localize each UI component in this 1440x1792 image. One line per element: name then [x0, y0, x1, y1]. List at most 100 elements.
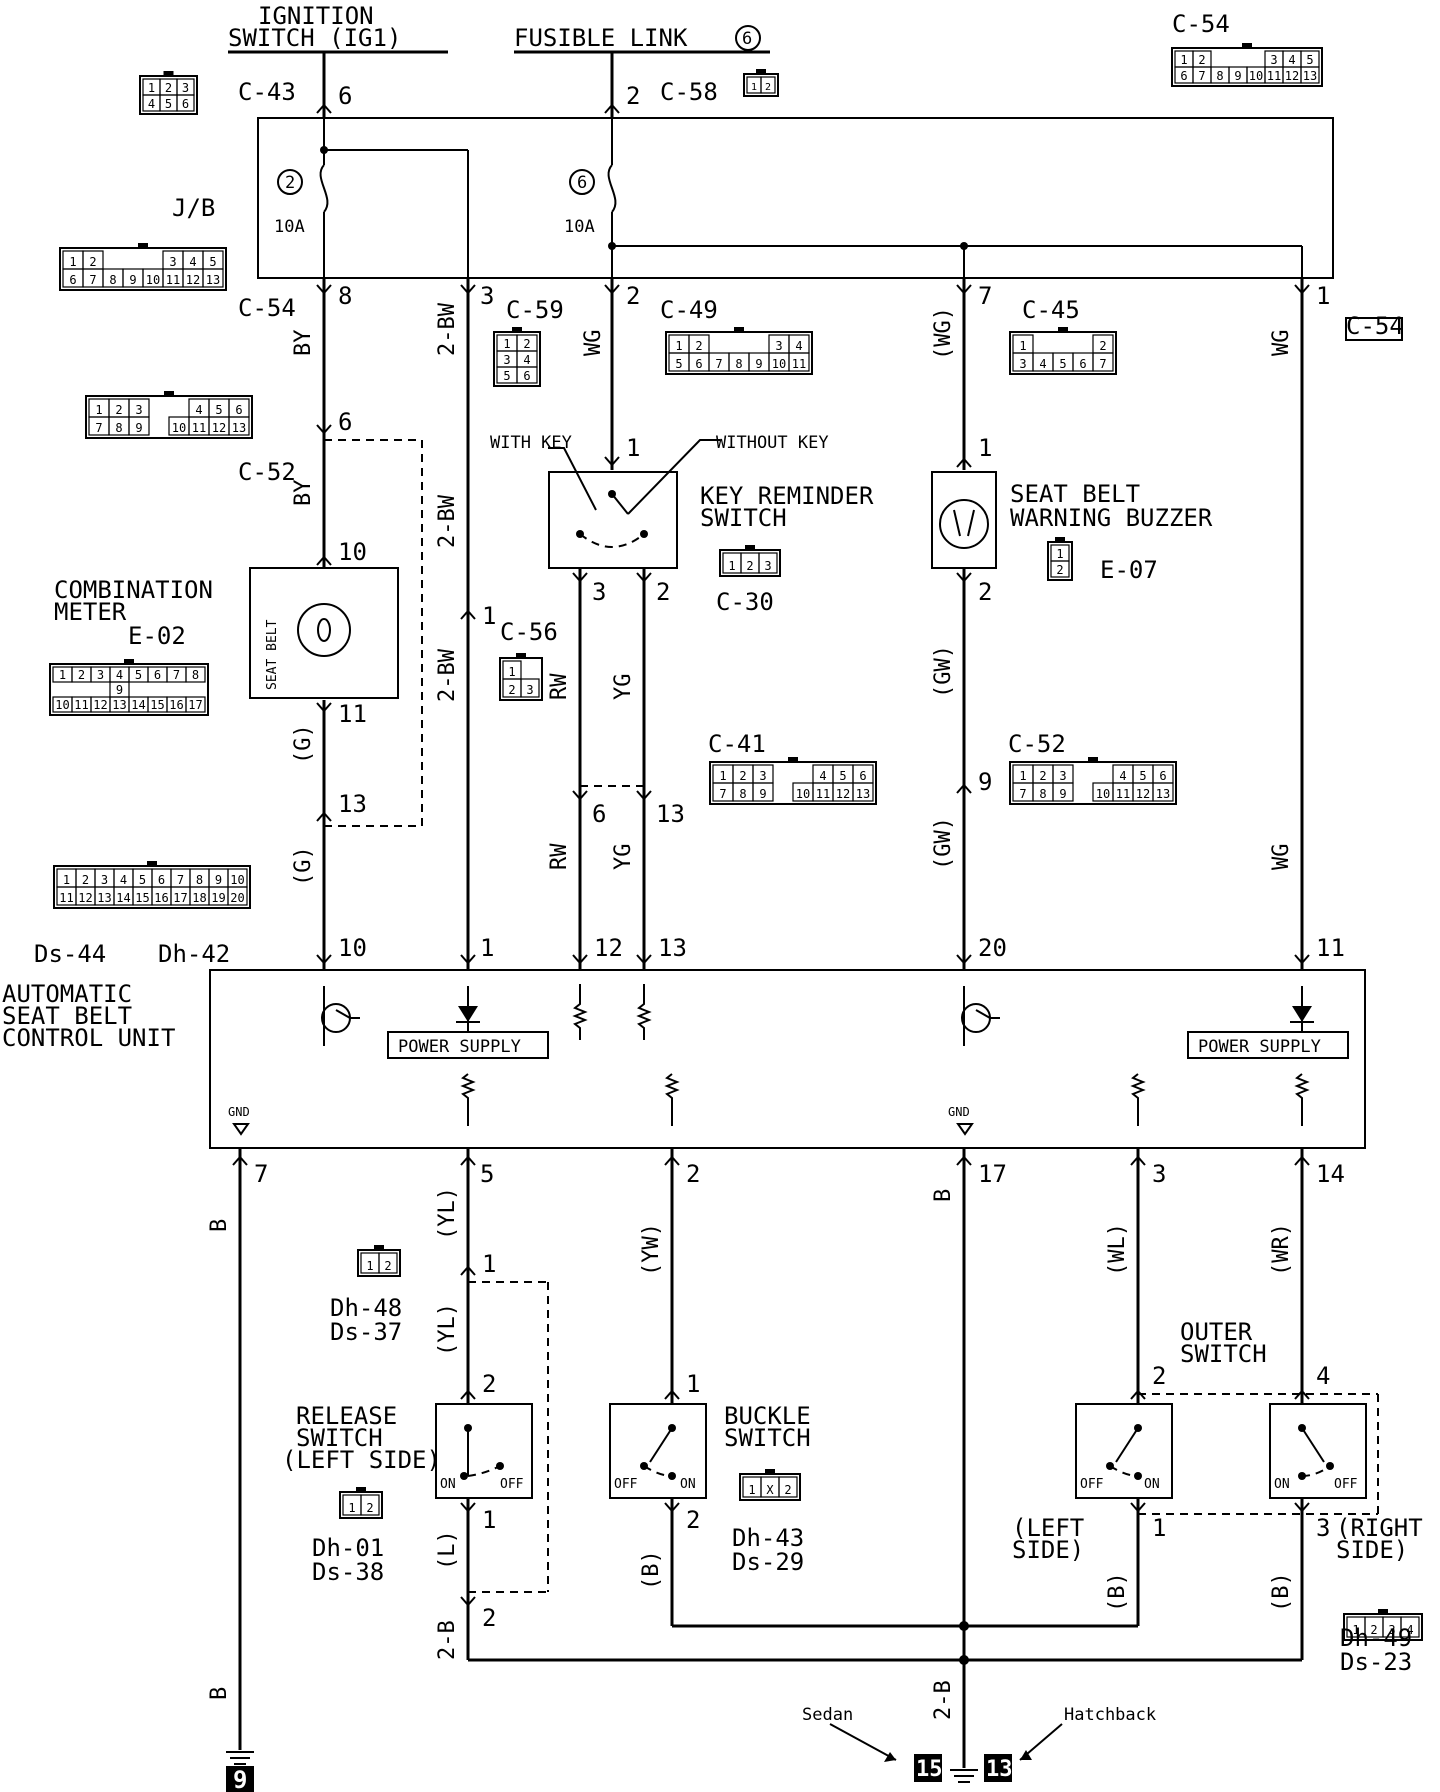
pin-chevron — [460, 1502, 476, 1513]
svg-text:2: 2 — [165, 81, 172, 95]
pin-label: 3 — [1152, 1160, 1166, 1188]
svg-text:10: 10 — [230, 873, 244, 887]
outer-switches: OUTER SWITCH OFF ON (LEFT SIDE) ON OFF (… — [1012, 1318, 1423, 1564]
svg-text:1: 1 — [59, 668, 66, 682]
wire-color-label: RW — [547, 673, 572, 700]
pin-label: 6 — [338, 408, 352, 436]
pin-label: C-56 — [500, 618, 558, 646]
svg-text:3: 3 — [526, 683, 533, 697]
wire-color-label: B — [207, 1219, 232, 1232]
svg-text:9: 9 — [215, 873, 222, 887]
pin-chevron — [460, 954, 476, 965]
wire-color-label: B — [931, 1189, 956, 1202]
pin-label: 2 — [978, 578, 992, 606]
pin-label: 11 — [338, 700, 367, 728]
svg-text:9: 9 — [1234, 69, 1241, 83]
pin-chevron — [604, 456, 620, 467]
pin-label: Ds-37 — [330, 1318, 402, 1346]
svg-text:11: 11 — [74, 698, 88, 712]
svg-text:3: 3 — [135, 403, 142, 417]
wire-color-label: B — [207, 1687, 232, 1700]
svg-text:2: 2 — [523, 337, 530, 351]
pin-label: C-54 — [238, 294, 296, 322]
svg-text:7: 7 — [1198, 69, 1205, 83]
svg-text:10: 10 — [1096, 787, 1110, 801]
svg-text:6: 6 — [859, 769, 866, 783]
pin-label: 13 — [338, 790, 367, 818]
outer-right-side-label-2: SIDE) — [1336, 1536, 1408, 1564]
pin-label: 3 — [592, 578, 606, 606]
pin-label: C-30 — [716, 588, 774, 616]
pin-label: C-58 — [660, 78, 718, 106]
svg-text:2: 2 — [1039, 769, 1046, 783]
combination-meter-label: COMBINATION — [54, 576, 213, 604]
svg-text:1: 1 — [348, 1501, 355, 1515]
wire-color-label: WG — [1269, 330, 1294, 357]
seat-belt-warning-buzzer: SEAT BELT WARNING BUZZER — [931, 471, 1213, 569]
svg-text:8: 8 — [115, 421, 122, 435]
pin-chevron — [956, 284, 972, 295]
pin-label: Dh-42 — [158, 940, 230, 968]
pin-chevron — [316, 284, 332, 295]
pin-label: Ds-29 — [732, 1548, 804, 1576]
svg-text:11: 11 — [792, 357, 806, 371]
svg-text:13: 13 — [1156, 787, 1170, 801]
svg-text:13: 13 — [232, 421, 246, 435]
svg-text:2: 2 — [78, 668, 85, 682]
pin-label: C-41 — [708, 730, 766, 758]
svg-text:14: 14 — [116, 891, 130, 905]
svg-text:4: 4 — [120, 873, 127, 887]
svg-text:3: 3 — [503, 353, 510, 367]
svg-text:13: 13 — [112, 698, 126, 712]
pin-label: Ds-44 — [34, 940, 106, 968]
release-switch-label-3: (LEFT SIDE) — [282, 1446, 441, 1474]
svg-text:10: 10 — [772, 357, 786, 371]
wire-color-label: WG — [1269, 844, 1294, 871]
svg-text:11: 11 — [816, 787, 830, 801]
svg-text:5: 5 — [1139, 769, 1146, 783]
pin-chevron — [956, 457, 972, 468]
pin-chevron — [1294, 1389, 1310, 1400]
svg-text:7: 7 — [89, 273, 96, 287]
svg-text:8: 8 — [739, 787, 746, 801]
wire-color-label: (YL) — [435, 1303, 460, 1356]
pin-chevron — [604, 103, 620, 114]
svg-text:3: 3 — [97, 668, 104, 682]
wire-color-label: WG — [581, 330, 606, 357]
svg-text:9: 9 — [116, 683, 123, 697]
pin-label: 4 — [1316, 1362, 1330, 1390]
pin-label: 1 — [1152, 1514, 1166, 1542]
release-switch-label-2: SWITCH — [296, 1424, 383, 1452]
buckle-switch: OFF ON BUCKLE SWITCH — [609, 1402, 811, 1499]
svg-text:12: 12 — [78, 891, 92, 905]
pin-label: C-52 — [1008, 730, 1066, 758]
pin-label: C-43 — [238, 78, 296, 106]
svg-text:2: 2 — [784, 1483, 791, 1497]
outer-right-side-label: (RIGHT — [1336, 1514, 1423, 1542]
pin-chevron — [664, 1155, 680, 1166]
wire-color-label: (GW) — [931, 817, 956, 870]
svg-text:9: 9 — [135, 421, 142, 435]
pin-label: Dh-01 — [312, 1534, 384, 1562]
pin-chevron — [460, 284, 476, 295]
pin-chevron — [956, 954, 972, 965]
pin-label: C-54 — [1172, 10, 1230, 38]
svg-text:2: 2 — [1198, 53, 1205, 67]
pin-chevron — [460, 1389, 476, 1400]
wire-color-label: 2-B — [931, 1680, 956, 1720]
grounds: 9 15 13 Sedan Hatchback — [226, 1705, 1156, 1792]
pin-label: 12 — [594, 934, 623, 962]
svg-text:10: 10 — [146, 273, 160, 287]
svg-text:20: 20 — [230, 891, 244, 905]
pin-chevron — [1130, 1389, 1146, 1400]
sedan-label: Sedan — [802, 1705, 853, 1725]
outer-right-off-label: OFF — [1334, 1477, 1358, 1492]
pin-chevron — [1294, 284, 1310, 295]
release-off-label: OFF — [500, 1477, 524, 1492]
